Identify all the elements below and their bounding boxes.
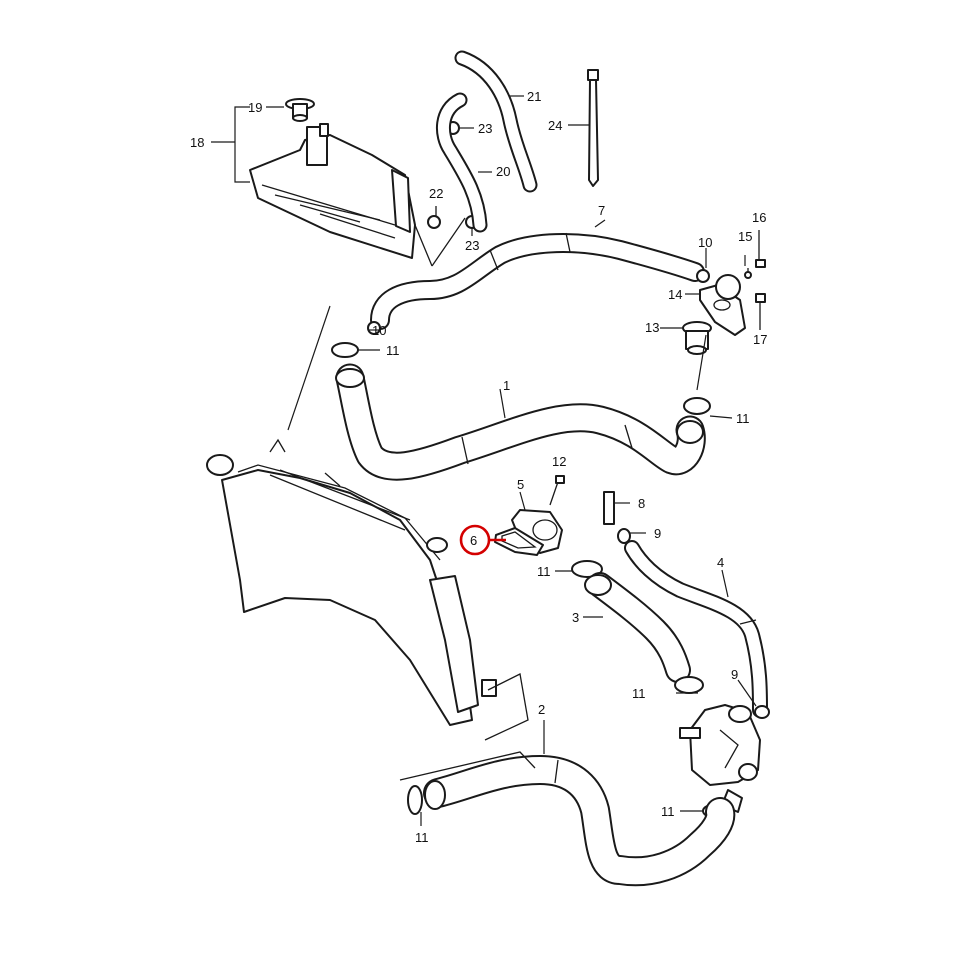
callout-9-lower: 9 bbox=[731, 667, 738, 682]
callout-1: 1 bbox=[503, 378, 510, 393]
callout-19: 19 bbox=[248, 100, 262, 115]
callout-16: 16 bbox=[752, 210, 766, 225]
thermostat-13 bbox=[660, 321, 712, 355]
callout-17: 17 bbox=[753, 332, 767, 347]
callout-20: 20 bbox=[496, 164, 510, 179]
callout-24: 24 bbox=[548, 118, 562, 133]
clamp-11-hose3 bbox=[555, 560, 603, 578]
clamp-11-pump-upper bbox=[674, 676, 704, 694]
callout-8: 8 bbox=[638, 496, 645, 511]
callout-6: 6 bbox=[470, 533, 477, 548]
callout-11-hose2: 11 bbox=[415, 830, 429, 845]
callout-labels: 1 2 3 4 5 6 7 8 9 9 10 10 11 11 11 11 11… bbox=[190, 89, 767, 845]
clamp-11-hose1-left bbox=[331, 342, 380, 358]
callout-11-hose3: 11 bbox=[537, 564, 551, 579]
callout-11-hose1-right: 11 bbox=[736, 411, 750, 426]
hose-3 bbox=[583, 572, 691, 683]
thermostat-cover-14 bbox=[685, 274, 746, 336]
callout-5: 5 bbox=[517, 477, 524, 492]
callout-13: 13 bbox=[645, 320, 659, 335]
callout-23-top: 23 bbox=[478, 121, 492, 136]
bolts-15-16-17 bbox=[744, 230, 766, 330]
callout-10-left: 10 bbox=[372, 323, 386, 338]
callout-2: 2 bbox=[538, 702, 545, 717]
overflow-hose-20 bbox=[435, 92, 492, 233]
callout-15: 15 bbox=[738, 229, 752, 244]
bolt-22 bbox=[427, 206, 441, 229]
clamp-10-right bbox=[696, 248, 710, 283]
breather-hose-21 bbox=[454, 50, 538, 193]
bracket-18-leader bbox=[211, 106, 284, 183]
hose-4 bbox=[624, 540, 768, 718]
callout-11-pump-upper: 11 bbox=[632, 686, 646, 701]
callout-21: 21 bbox=[527, 89, 541, 104]
callout-14: 14 bbox=[668, 287, 682, 302]
callout-10-right: 10 bbox=[698, 235, 712, 250]
reservoir-cap bbox=[285, 98, 315, 122]
callout-7: 7 bbox=[598, 203, 605, 218]
radiator bbox=[206, 438, 529, 741]
callout-11-pump-lower: 11 bbox=[661, 804, 675, 819]
callout-22: 22 bbox=[429, 186, 443, 201]
callout-9-upper: 9 bbox=[654, 526, 661, 541]
clamp-11-hose1-right bbox=[683, 397, 733, 419]
water-pump bbox=[679, 704, 761, 813]
clamp-11-hose2 bbox=[407, 785, 423, 826]
callout-23-bottom: 23 bbox=[465, 238, 479, 253]
lower-hose-2 bbox=[399, 720, 736, 887]
clamp-9-upper bbox=[617, 528, 646, 544]
reference-lines bbox=[287, 305, 707, 431]
callout-11-hose1-left: 11 bbox=[386, 343, 400, 358]
callout-12: 12 bbox=[552, 454, 566, 469]
cable-tie-24 bbox=[568, 69, 599, 187]
bypass-hose-7 bbox=[370, 219, 705, 330]
bolt-12 bbox=[549, 475, 565, 506]
fitting-8 bbox=[603, 491, 630, 525]
callout-4: 4 bbox=[717, 555, 724, 570]
clamp-10-left bbox=[367, 321, 381, 335]
clamp-9-lower bbox=[737, 679, 770, 719]
radiator-hose-1 bbox=[335, 363, 706, 481]
reservoir-tank bbox=[249, 123, 466, 267]
callout-18: 18 bbox=[190, 135, 204, 150]
highlight-marker bbox=[459, 524, 506, 556]
callout-3: 3 bbox=[572, 610, 579, 625]
